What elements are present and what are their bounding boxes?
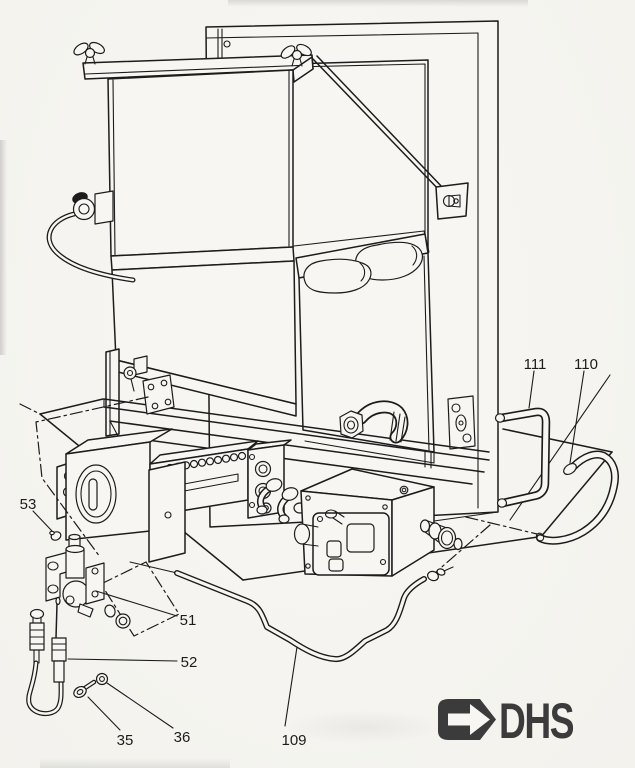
callout-51-label: 51 bbox=[180, 612, 197, 629]
callout-52: 52 bbox=[67, 654, 198, 671]
callouts: 53 51 52 35 36 109 bbox=[20, 356, 598, 749]
screw-35 bbox=[73, 679, 97, 699]
callout-53-label: 53 bbox=[20, 496, 37, 513]
valve-outlet-fitting bbox=[419, 519, 463, 551]
keyhole-bracket bbox=[435, 182, 469, 220]
thermocouple-probe bbox=[51, 596, 67, 683]
brace-rod bbox=[312, 55, 469, 220]
screw-53 bbox=[49, 530, 62, 541]
ferrule-fittings bbox=[104, 604, 131, 629]
wing-nut-left bbox=[73, 41, 105, 65]
front-upper-panel bbox=[107, 69, 294, 257]
callout-111-label: 111 bbox=[524, 356, 547, 373]
burner-assembly bbox=[56, 428, 312, 563]
callout-110-label: 110 bbox=[574, 356, 598, 373]
washer-36 bbox=[95, 672, 109, 686]
callout-36: 36 bbox=[106, 682, 191, 746]
callout-35-label: 35 bbox=[117, 732, 134, 749]
gas-control-valve bbox=[293, 468, 463, 577]
pipe-111 bbox=[494, 407, 551, 508]
callout-52-label: 52 bbox=[181, 654, 198, 671]
front-left-leg bbox=[105, 348, 120, 437]
wing-nut-right bbox=[280, 43, 312, 67]
callout-109-label: 109 bbox=[281, 732, 306, 749]
insulated-hose-left bbox=[303, 258, 372, 294]
pipe-109 bbox=[129, 561, 454, 663]
pilot-valve-assembly bbox=[45, 533, 131, 629]
pipe-110 bbox=[535, 450, 619, 545]
tank-assembly bbox=[293, 230, 435, 464]
front-lower-panel bbox=[111, 260, 297, 417]
callout-36-label: 36 bbox=[174, 729, 191, 746]
lid-bar bbox=[82, 54, 314, 83]
callout-110: 110 bbox=[569, 356, 598, 464]
callout-51: 51 bbox=[95, 590, 197, 629]
manifold-block bbox=[247, 439, 292, 519]
valve-control-unit bbox=[312, 512, 390, 576]
connector-plate bbox=[447, 395, 476, 450]
callout-109: 109 bbox=[281, 646, 307, 749]
thermocouple-assembly bbox=[26, 596, 67, 717]
valve-knob bbox=[293, 509, 345, 547]
callout-53: 53 bbox=[20, 496, 53, 532]
insulated-hose-right bbox=[355, 241, 424, 281]
thermocouple-head bbox=[29, 608, 45, 664]
callout-35: 35 bbox=[87, 696, 134, 749]
pipe-109-nut bbox=[427, 566, 454, 582]
burner-deflector-plate bbox=[148, 461, 186, 563]
igniter-fitting bbox=[46, 190, 136, 283]
burner-housing bbox=[65, 428, 173, 541]
dhs-arrow-logo-icon-cutout bbox=[448, 704, 490, 735]
brand-logo: DHS bbox=[438, 693, 575, 749]
drain-elbow-fitting bbox=[339, 400, 409, 444]
logo-text: DHS bbox=[499, 693, 573, 749]
rail-mounting-bracket bbox=[123, 355, 175, 415]
callout-111: 111 bbox=[524, 356, 547, 409]
